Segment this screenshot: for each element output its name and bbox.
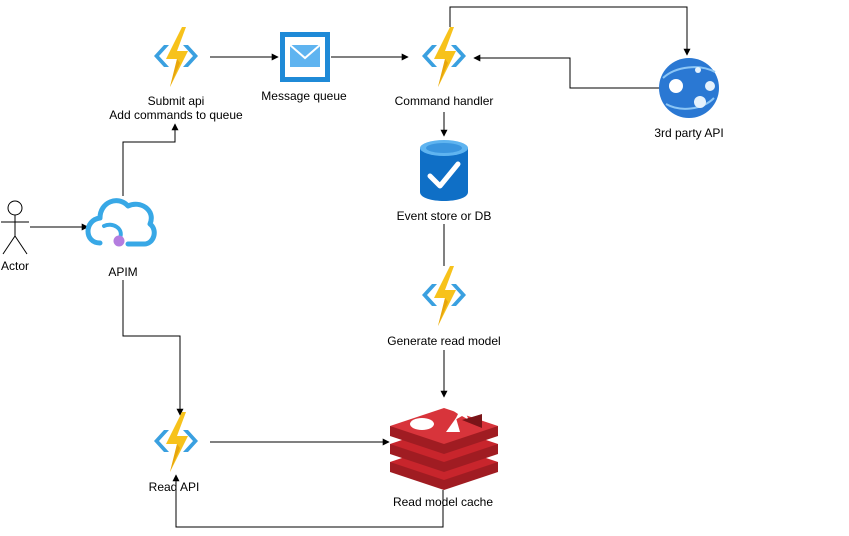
edge-apim-to-readapi bbox=[122, 280, 184, 416]
event-store-node[interactable] bbox=[420, 140, 468, 201]
submit-api-node[interactable] bbox=[154, 27, 198, 87]
edge-3rdparty-to-command bbox=[473, 54, 660, 89]
message-queue-node[interactable] bbox=[280, 32, 330, 82]
event-store-label: Event store or DB bbox=[395, 209, 493, 223]
read-api-node[interactable] bbox=[154, 412, 198, 472]
azure-function-icon bbox=[422, 27, 466, 87]
apim-node[interactable] bbox=[85, 198, 157, 247]
stick-figure-icon bbox=[1, 200, 29, 255]
edge-apim-to-submit-api bbox=[122, 123, 179, 196]
third-party-api-node[interactable] bbox=[659, 58, 719, 118]
command-handler-label: Command handler bbox=[394, 94, 494, 108]
api-management-cloud-icon bbox=[85, 198, 157, 247]
database-check-icon bbox=[420, 140, 468, 201]
read-model-cache-node[interactable] bbox=[390, 404, 498, 490]
submit-api-label: Submit api bbox=[147, 94, 205, 108]
command-handler-node[interactable] bbox=[422, 27, 466, 87]
edge-command-to-3rdparty bbox=[449, 6, 691, 56]
azure-function-icon bbox=[154, 412, 198, 472]
message-queue-icon bbox=[280, 32, 330, 82]
actor-node[interactable] bbox=[1, 200, 29, 255]
third-party-api-label: 3rd party API bbox=[654, 126, 724, 140]
redis-cache-icon bbox=[390, 404, 498, 490]
apim-label: APIM bbox=[108, 265, 138, 279]
read-api-label: Read API bbox=[148, 480, 200, 494]
edges bbox=[30, 6, 691, 528]
actor-label: Actor bbox=[0, 259, 30, 273]
web-app-globe-icon bbox=[659, 58, 719, 118]
submit-api-sublabel: Add commands to queue bbox=[109, 108, 243, 122]
azure-function-icon bbox=[154, 27, 198, 87]
generate-read-model-label: Generate read model bbox=[386, 334, 502, 348]
generate-read-model-node[interactable] bbox=[422, 266, 466, 326]
azure-function-icon bbox=[422, 266, 466, 326]
edge-cache-to-readapi bbox=[172, 474, 444, 528]
read-model-cache-label: Read model cache bbox=[392, 495, 494, 509]
message-queue-label: Message queue bbox=[261, 89, 347, 103]
